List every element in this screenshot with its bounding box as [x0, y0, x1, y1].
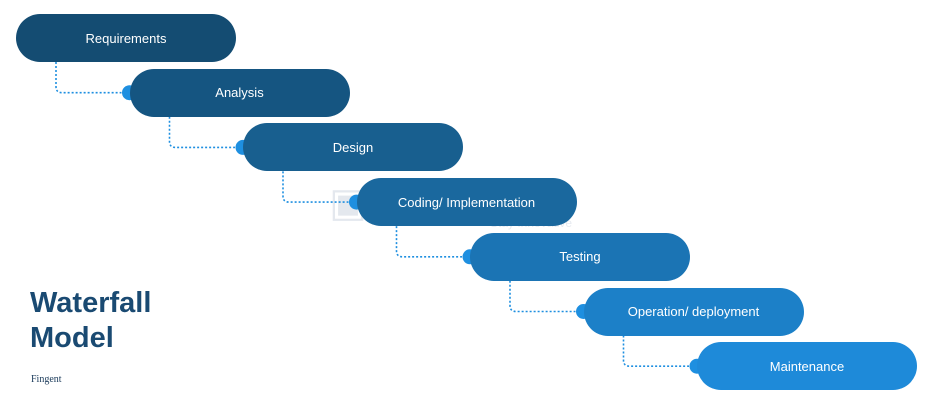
- step-design: Design: [243, 123, 463, 172]
- title-line-2: Model: [30, 322, 114, 354]
- step-requirements: Requirements: [16, 14, 236, 62]
- connector-line: [55, 62, 122, 94]
- step-operation-deployment: Operation/ deployment: [583, 287, 804, 336]
- connector-line: [168, 116, 235, 149]
- step-testing: Testing: [470, 232, 690, 281]
- connector-line: [395, 226, 462, 258]
- page-title: Waterfall Model: [30, 286, 151, 356]
- connector-line: [622, 335, 689, 367]
- step-coding-implementation: Coding/ Implementation: [356, 178, 577, 227]
- step-analysis: Analysis: [129, 68, 350, 117]
- connector-line: [509, 280, 576, 313]
- connector-line: [282, 171, 349, 203]
- step-maintenance: Maintenance: [697, 342, 917, 391]
- brand-name: Fingent: [31, 374, 62, 385]
- title-line-1: Waterfall: [30, 287, 152, 319]
